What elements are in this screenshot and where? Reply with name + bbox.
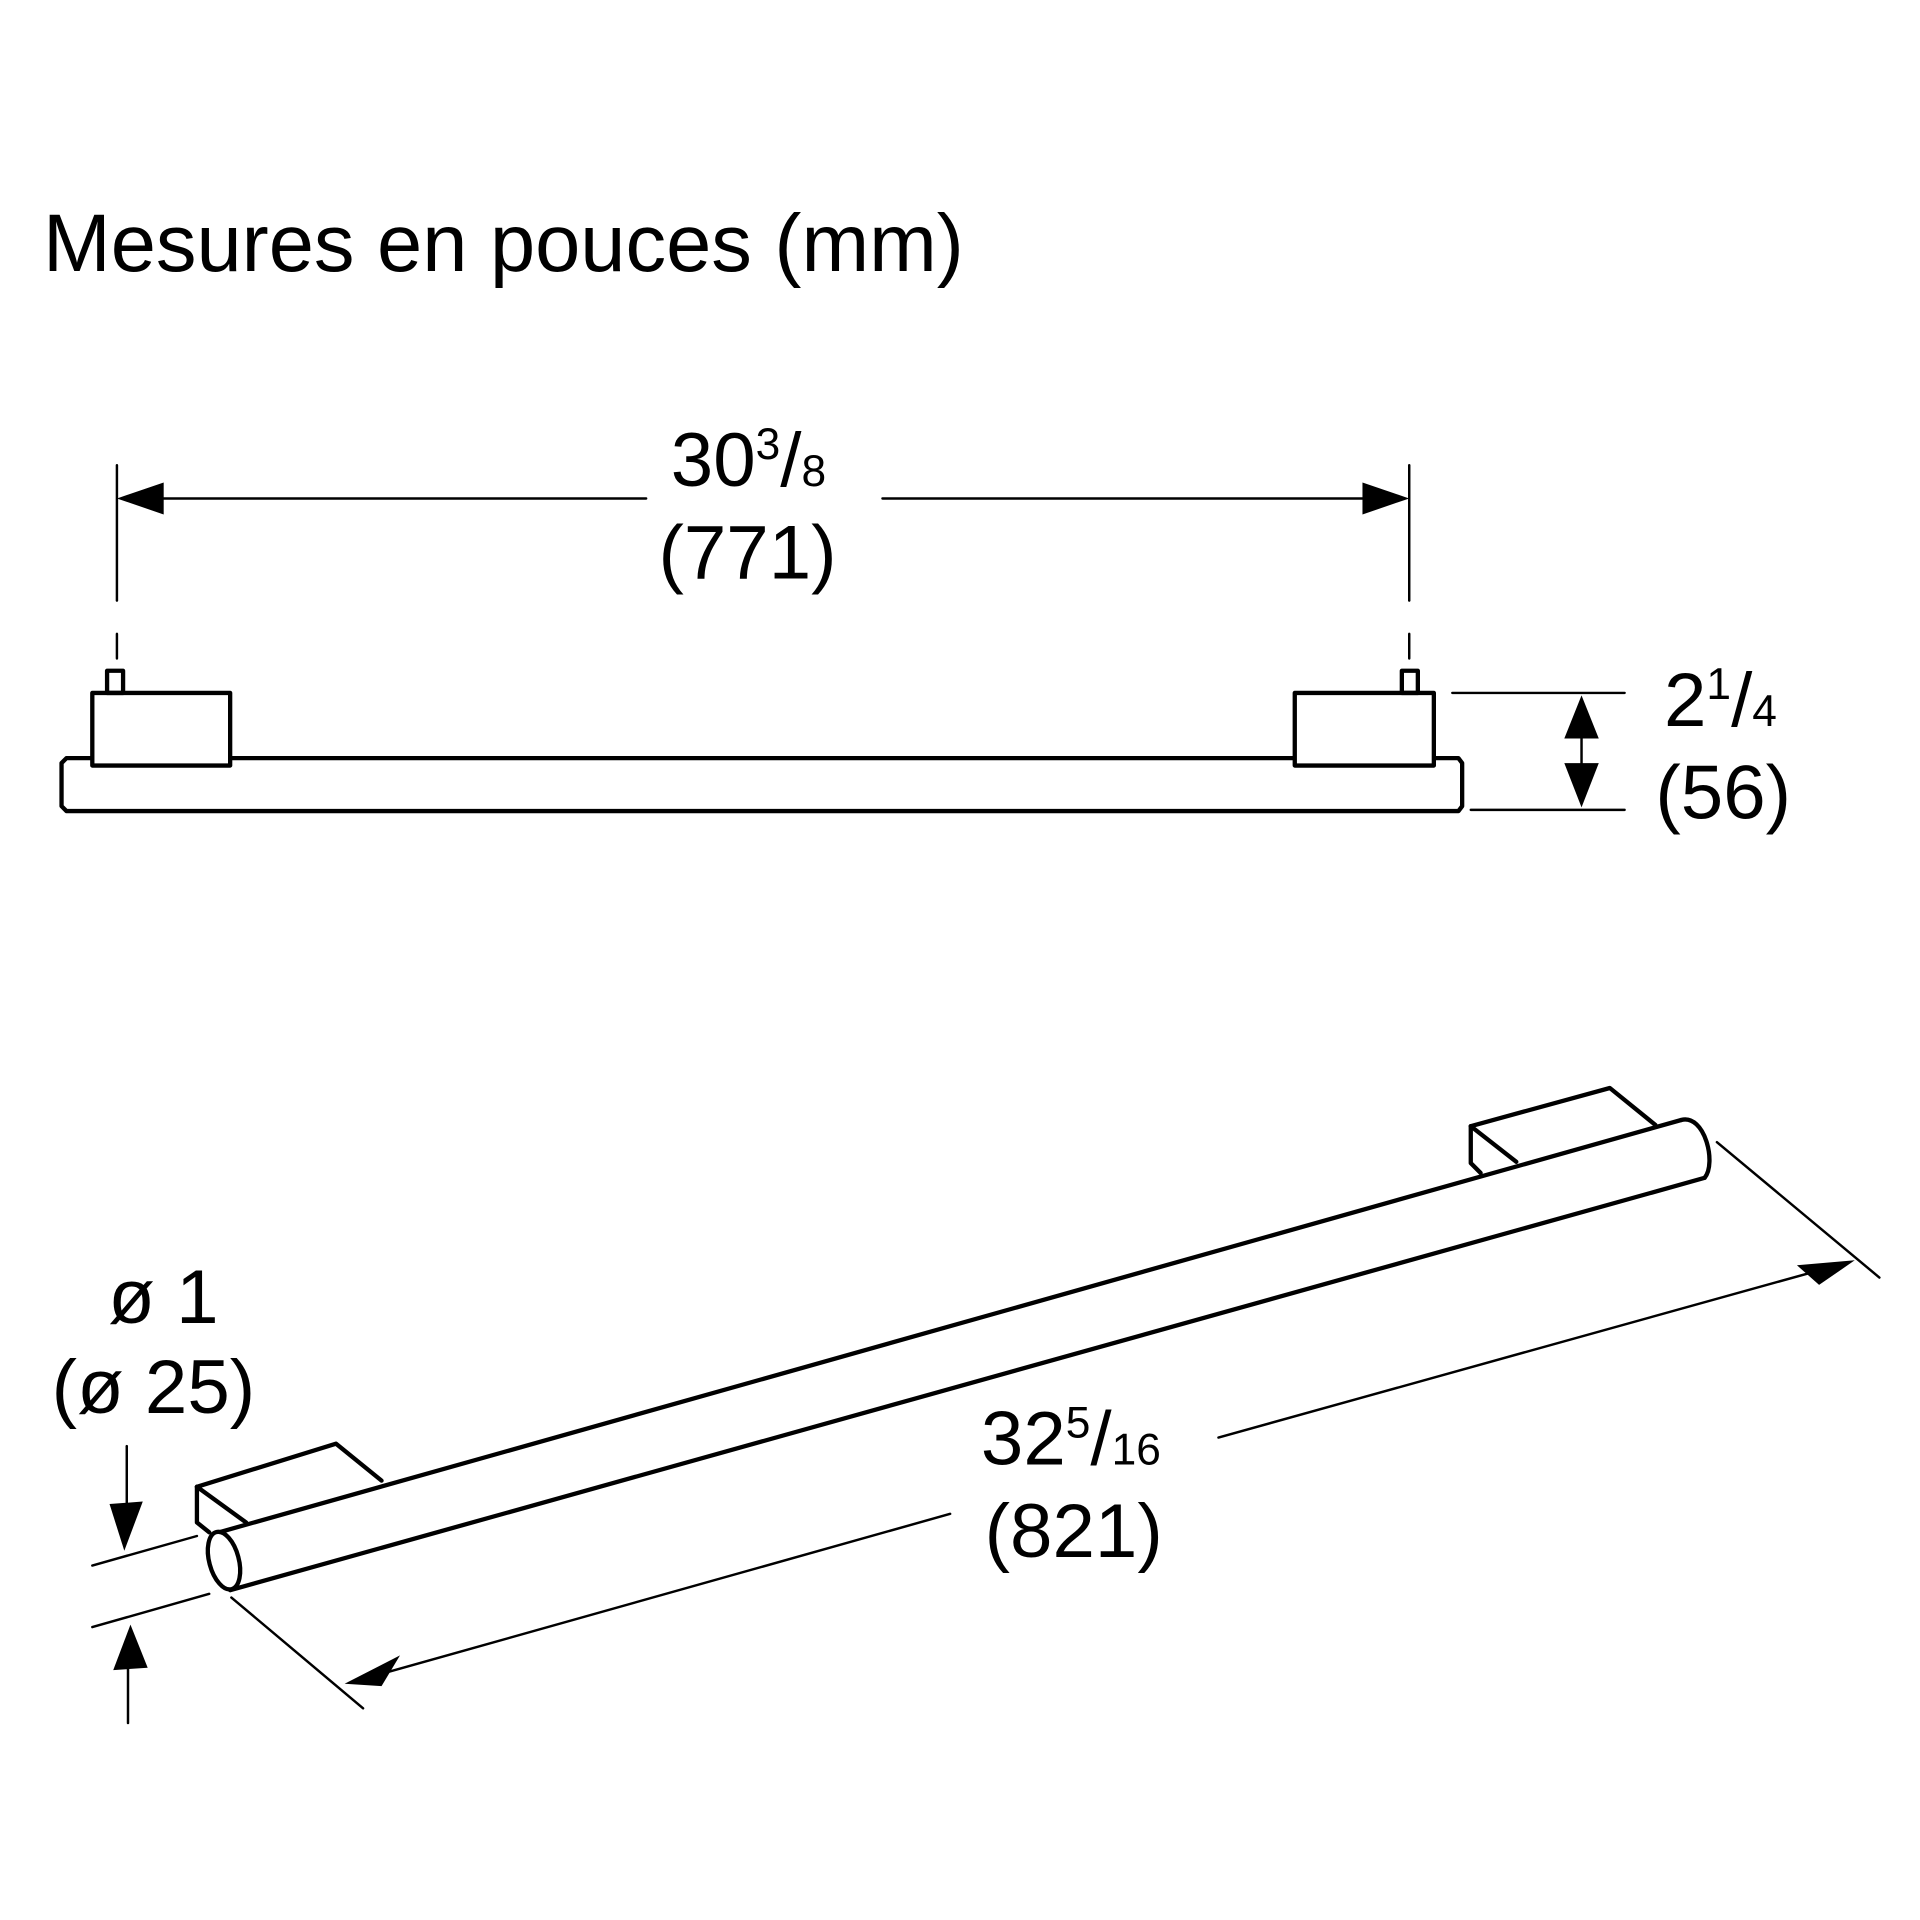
arrow-left-icon [344,1655,400,1687]
length-dimension-lines [230,1140,1881,1710]
diameter-mm: (ø 25) [52,1345,255,1430]
isometric-view: ø 1 (ø 25) 325/16 (821) [52,1085,1881,1725]
arrow-down-icon [109,1501,143,1551]
diameter-inches: ø 1 [108,1255,218,1340]
length-mm: (821) [985,1489,1163,1574]
width-mm: (771) [658,510,836,595]
arrow-down-icon [1564,763,1599,808]
height-inches: 21/4 [1664,658,1777,743]
handle-iso-outline [194,1085,1712,1593]
arrow-left-icon [116,482,164,515]
arrow-right-icon [1796,1260,1855,1285]
arrow-up-icon [113,1624,148,1671]
arrow-right-icon [1362,482,1410,515]
top-view: 303/8 (771) 21/4 (56) [59,418,1791,835]
arrow-up-icon [1564,695,1599,739]
width-dimension-lines [115,464,1411,660]
width-inches: 303/8 [671,418,826,503]
diameter-dimension-lines [91,1444,211,1725]
handle-side-outline [59,668,1465,814]
length-inches: 325/16 [981,1397,1161,1482]
height-mm: (56) [1655,750,1791,835]
height-dimension-lines [1451,691,1626,812]
page-title: Mesures en pouces (mm) [43,198,964,289]
